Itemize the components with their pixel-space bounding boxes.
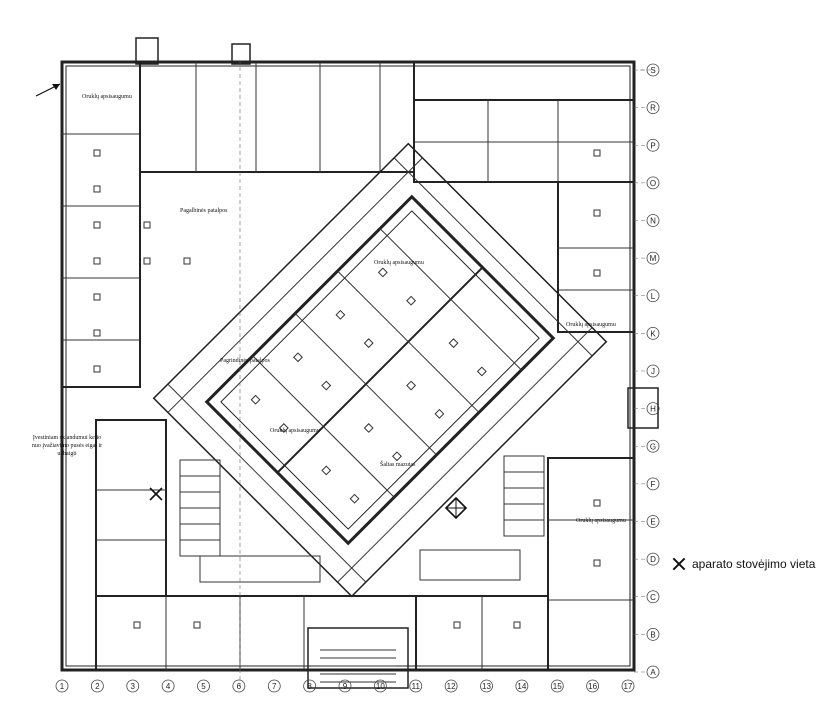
room-note: Pagalbinės patalpos bbox=[180, 208, 228, 214]
column-axis-marker: 5 bbox=[197, 679, 210, 693]
stair-treads bbox=[320, 649, 396, 683]
room-note: Oruklų apsisaugumu bbox=[374, 260, 424, 266]
column-axis-marker: 14 bbox=[515, 679, 529, 693]
column-axis-marker: 16 bbox=[586, 679, 600, 693]
x-mark-icon bbox=[672, 557, 686, 571]
row-axis-label: E bbox=[650, 518, 655, 527]
row-axis-label: S bbox=[650, 66, 655, 75]
rotated-central-hall bbox=[152, 142, 608, 598]
column-axis-marker: 3 bbox=[126, 679, 140, 693]
room-note: Šaltas mazutas bbox=[380, 460, 416, 468]
row-axis-label: H bbox=[650, 405, 656, 414]
row-axis-label: D bbox=[650, 555, 656, 564]
column-axis-label: 9 bbox=[343, 682, 348, 691]
outer-walls bbox=[60, 37, 659, 689]
row-axis-marker: A bbox=[634, 665, 660, 679]
row-axis-label: M bbox=[650, 254, 657, 263]
column-axis-label: 16 bbox=[588, 682, 597, 691]
room-note: Pagrindinės patalpos bbox=[220, 358, 270, 364]
row-axis-marker: L bbox=[634, 289, 660, 303]
column-axis-label: 6 bbox=[237, 682, 242, 691]
column-axis-label: 11 bbox=[412, 682, 421, 691]
row-axis-marker: D bbox=[634, 552, 660, 566]
row-axis-label: R bbox=[650, 104, 656, 113]
column-axis-label: 15 bbox=[553, 682, 562, 691]
row-axis-label: K bbox=[650, 329, 656, 338]
column-axis-marker: 15 bbox=[550, 679, 564, 693]
column-axis-label: 12 bbox=[447, 682, 456, 691]
column-grid bbox=[250, 267, 487, 504]
row-axis-marker: H bbox=[634, 402, 660, 416]
north-arrow-icon bbox=[35, 83, 61, 97]
column-axis-marker: 10 bbox=[373, 679, 387, 693]
column-axis-label: 4 bbox=[166, 682, 171, 691]
row-axis-label: L bbox=[651, 292, 656, 301]
column-axis-marker: 7 bbox=[267, 679, 281, 693]
column-axis-label: 8 bbox=[307, 682, 312, 691]
row-axis-label: G bbox=[650, 442, 656, 451]
column-axis-label: 1 bbox=[60, 682, 65, 691]
row-axis-marker: E bbox=[634, 515, 660, 528]
diagonal-small-rooms bbox=[179, 455, 545, 583]
row-axis-label: N bbox=[650, 217, 656, 226]
column-axis-label: 5 bbox=[201, 682, 206, 691]
room-note: Oruklų apsisaugumu bbox=[270, 428, 320, 434]
column-axis-marker: 8 bbox=[303, 679, 317, 693]
column-axis-label: 10 bbox=[376, 682, 385, 691]
legend: aparato stovėjimo vieta bbox=[672, 557, 815, 571]
column-axis-marker: 17 bbox=[621, 679, 635, 693]
column-axis-label: 17 bbox=[624, 682, 633, 691]
row-axis-marker: R bbox=[634, 101, 660, 115]
room-notes: Oruklų apsisaugumu Pagalbinės patalpos P… bbox=[82, 94, 626, 524]
side-note: Įvestiniam sklandumui kelio nuo įvažiavi… bbox=[31, 435, 103, 457]
legend-label: aparato stovėjimo vieta bbox=[692, 557, 816, 571]
apparatus-marker-plan bbox=[149, 487, 163, 501]
column-axis-marker: 11 bbox=[409, 679, 423, 693]
column-axis-label: 2 bbox=[95, 682, 100, 691]
row-axis-marker: F bbox=[634, 477, 660, 491]
column-axis-label: 13 bbox=[482, 682, 491, 691]
column-axis-label: 14 bbox=[517, 682, 526, 691]
row-axis-label: O bbox=[650, 179, 656, 188]
row-axis-marker: N bbox=[634, 214, 660, 227]
left-wing-columns bbox=[93, 149, 601, 629]
row-axis-marker: O bbox=[634, 176, 660, 190]
hatch-symbol bbox=[444, 496, 468, 520]
column-axis-marker: 1 bbox=[55, 679, 69, 693]
row-axis-marker: G bbox=[634, 439, 660, 453]
column-axis-marker: 4 bbox=[161, 679, 175, 693]
row-axis-label: B bbox=[650, 630, 655, 639]
room-note: Oruklų apsisaugumu bbox=[566, 322, 616, 328]
column-axis-marker: 2 bbox=[90, 679, 104, 693]
column-axis-marker: 6 bbox=[232, 679, 246, 693]
room-note: Oruklų apsisaugumu bbox=[576, 518, 626, 524]
column-axis-marker: 13 bbox=[480, 679, 493, 693]
row-axis-label: J bbox=[651, 367, 655, 376]
row-axis-markers: S R P O N M L K J H G F E D C B A bbox=[634, 63, 660, 679]
row-axis-label: C bbox=[650, 593, 656, 602]
row-axis-marker: C bbox=[634, 590, 660, 604]
column-axis-marker: 9 bbox=[338, 679, 352, 693]
column-axis-label: 3 bbox=[131, 682, 136, 691]
row-axis-marker: S bbox=[634, 63, 660, 77]
row-axis-marker: K bbox=[634, 326, 660, 340]
row-axis-marker: B bbox=[634, 627, 660, 641]
column-axis-marker: 12 bbox=[444, 679, 458, 693]
column-axis-label: 7 bbox=[272, 682, 277, 691]
row-axis-label: A bbox=[650, 668, 656, 677]
row-axis-marker: P bbox=[634, 138, 660, 152]
row-axis-label: F bbox=[651, 480, 656, 489]
row-axis-label: P bbox=[650, 141, 655, 150]
row-axis-marker: J bbox=[634, 364, 660, 378]
row-axis-marker: M bbox=[634, 251, 660, 265]
room-note: Oruklų apsisaugumu bbox=[82, 94, 132, 100]
